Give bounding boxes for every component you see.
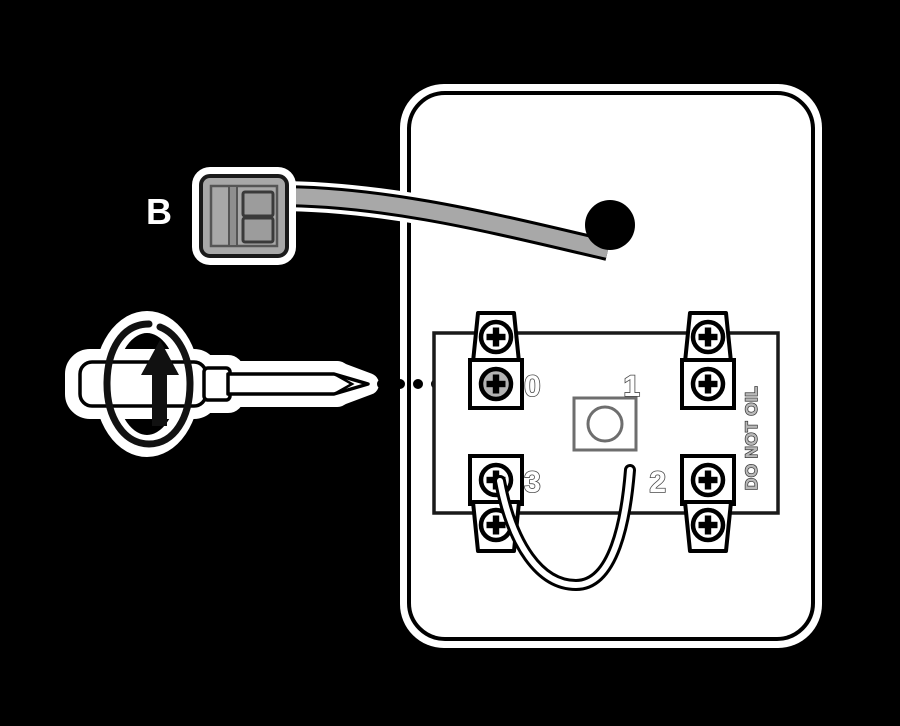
rotation-arrow-stem-icon	[152, 360, 167, 426]
terminal-3-label: 3	[524, 466, 541, 499]
terminal-2-lower-screw[interactable]	[693, 510, 723, 540]
connector-slot-1	[241, 190, 275, 218]
terminal-2-upper-screw[interactable]	[693, 465, 723, 495]
terminal-1-label: 1	[623, 370, 640, 403]
panel-cable-hole	[585, 200, 635, 250]
rotation-arrowhead-icon	[141, 340, 179, 375]
step-label-b: B	[146, 191, 172, 232]
terminal-1[interactable]: 1	[623, 311, 736, 410]
terminal-0-lower-screw-highlighted[interactable]	[481, 369, 511, 399]
do-not-oil-note: DO NOT OIL	[742, 386, 761, 490]
cable-body	[275, 188, 610, 258]
connector-slot-2	[241, 216, 275, 244]
screwdriver-shaft	[226, 372, 370, 396]
terminal-0[interactable]: 0	[468, 311, 541, 410]
two-pin-connector	[192, 167, 296, 265]
phillips-screwdriver	[65, 311, 379, 457]
connector-spine	[228, 185, 238, 247]
screwdriver-tip-detail	[335, 373, 355, 395]
terminal-0-upper-screw[interactable]	[481, 322, 511, 352]
grommet-circle	[586, 405, 624, 443]
terminal-block: 0 1 3 2 DO NOT OIL	[432, 311, 780, 553]
screwdriver-ferrule	[202, 366, 232, 402]
rotation-arc-icon	[103, 320, 194, 448]
terminal-1-upper-screw[interactable]	[693, 322, 723, 352]
terminal-1-lower-screw[interactable]	[693, 369, 723, 399]
terminal-2-label: 2	[649, 466, 666, 499]
terminal-0-label: 0	[524, 370, 541, 403]
connector-cable	[261, 181, 635, 265]
jumper-wire-core	[497, 467, 633, 589]
terminal-2[interactable]: 2	[649, 454, 736, 553]
jumper-wire-3-to-2	[494, 464, 636, 592]
connector-shroud	[209, 184, 279, 248]
